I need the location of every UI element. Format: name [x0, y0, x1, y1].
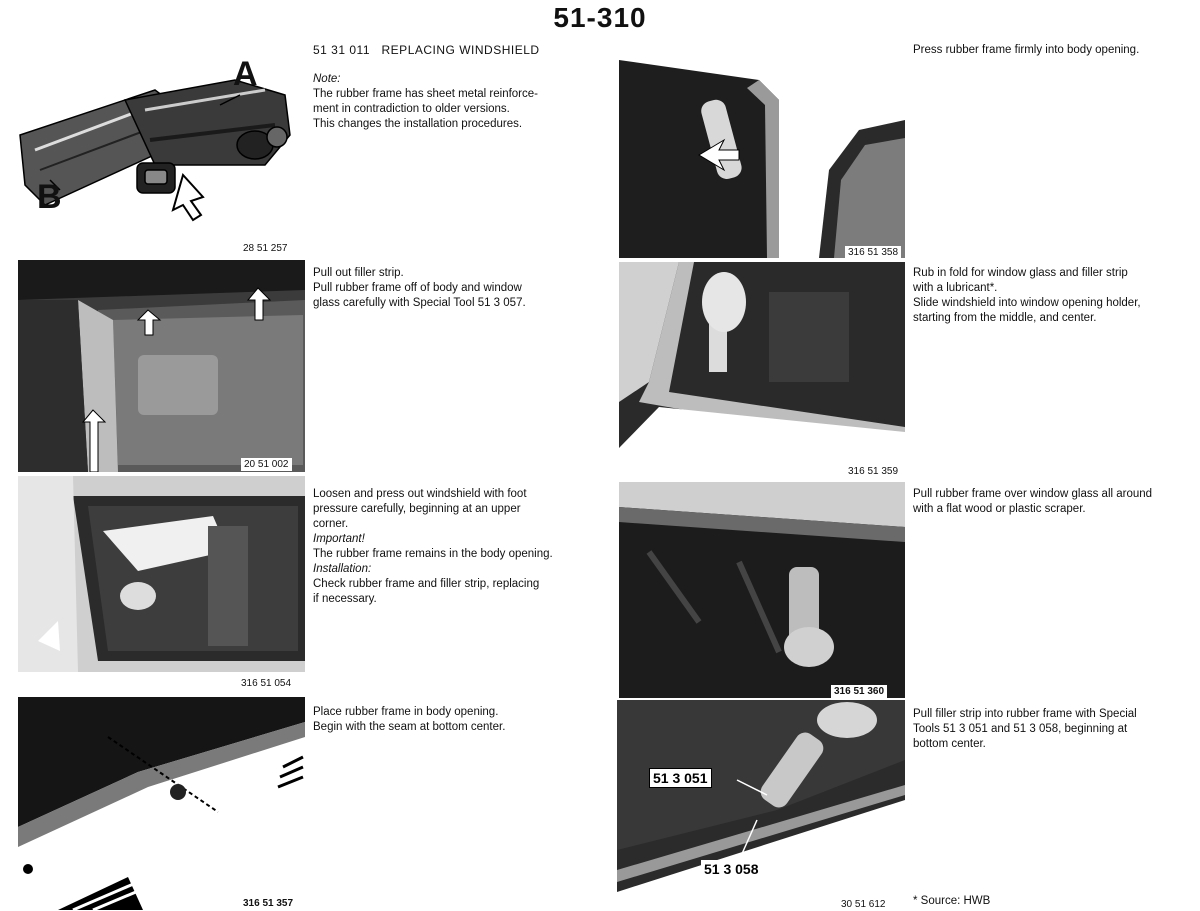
step-line: glass carefully with Special Tool 51 3 0… [313, 297, 526, 309]
note-label: Note: [313, 73, 341, 85]
step-line: Slide windshield into window opening hol… [913, 297, 1141, 309]
photo-press-frame [619, 60, 905, 258]
step-line: Pull filler strip into rubber frame with… [913, 708, 1137, 720]
step-text: Loosen and press out windshield with foo… [313, 487, 553, 607]
figure-number: 28 51 257 [240, 242, 291, 255]
step-text: Pull out filler strip. Pull rubber frame… [313, 266, 526, 311]
callout-a: A [233, 55, 258, 93]
section-title: REPLACING WINDSHIELD [381, 43, 540, 57]
step-line: pressure carefully, beginning at an uppe… [313, 503, 521, 515]
step-line: Rub in fold for window glass and filler … [913, 267, 1128, 279]
intro-note: Note: The rubber frame has sheet metal r… [313, 72, 538, 132]
step-line: Press rubber frame firmly into body open… [913, 44, 1140, 56]
note-line: This changes the installation procedures… [313, 118, 523, 130]
section-code: 51 31 011 [313, 43, 370, 57]
step-line: Loosen and press out windshield with foo… [313, 488, 527, 500]
installation-label: Installation: [313, 563, 372, 575]
photo-press-out-windshield [18, 476, 305, 672]
installation-line: if necessary. [313, 593, 377, 605]
step-line: Place rubber frame in body opening. [313, 706, 499, 718]
figure-number: 20 51 002 [241, 458, 292, 471]
step-line: Begin with the seam at bottom center. [313, 721, 506, 733]
step-line: with a lubricant*. [913, 282, 998, 294]
step-line: Pull out filler strip. [313, 267, 404, 279]
important-label: Important! [313, 533, 365, 545]
tool-label-51-3-051: 51 3 051 [649, 768, 712, 788]
step-line: Pull rubber frame over window glass all … [913, 488, 1153, 500]
step-text: Pull filler strip into rubber frame with… [913, 707, 1137, 752]
photo-rub-in-fold [619, 262, 905, 448]
step-line: Tools 51 3 051 and 51 3 058, beginning a… [913, 723, 1128, 735]
figure-number: 316 51 357 [240, 897, 297, 910]
figure-number: 316 51 358 [845, 246, 902, 259]
rubber-frame-drawing [19, 79, 291, 222]
step-line: Pull rubber frame off of body and window [313, 282, 522, 294]
step-line: with a flat wood or plastic scraper. [913, 503, 1086, 515]
step-line: starting from the middle, and center. [913, 312, 1097, 324]
figure-number: 316 51 360 [831, 685, 888, 698]
photo-scraper [619, 482, 905, 698]
photo-place-frame [18, 697, 305, 910]
installation-line: Check rubber frame and filler strip, rep… [313, 578, 540, 590]
step-text: Place rubber frame in body opening. Begi… [313, 705, 505, 735]
step-line: corner. [313, 518, 349, 530]
figure-number: 316 51 054 [238, 677, 295, 690]
step-line: bottom center. [913, 738, 986, 750]
callout-b: B [37, 178, 62, 216]
figure-rubber-frame-section: A B [15, 55, 305, 240]
step-text: Press rubber frame firmly into body open… [913, 43, 1139, 58]
figure-number: 316 51 359 [845, 465, 902, 478]
important-line: The rubber frame remains in the body ope… [313, 548, 553, 560]
section-header: 51 31 011 REPLACING WINDSHIELD [313, 43, 540, 58]
tool-label-51-3-058: 51 3 058 [701, 860, 762, 878]
photo-remove-frame [18, 260, 305, 472]
step-text: Pull rubber frame over window glass all … [913, 487, 1152, 517]
step-text: Rub in fold for window glass and filler … [913, 266, 1141, 326]
figure-number: 30 51 612 [838, 898, 889, 911]
page-number: 51-310 [553, 2, 647, 33]
footnote: * Source: HWB [913, 895, 991, 907]
note-line: The rubber frame has sheet metal reinfor… [313, 88, 538, 100]
note-line: ment in contradiction to older versions. [313, 103, 510, 115]
photo-special-tools: 51 3 051 51 3 058 [617, 700, 905, 892]
